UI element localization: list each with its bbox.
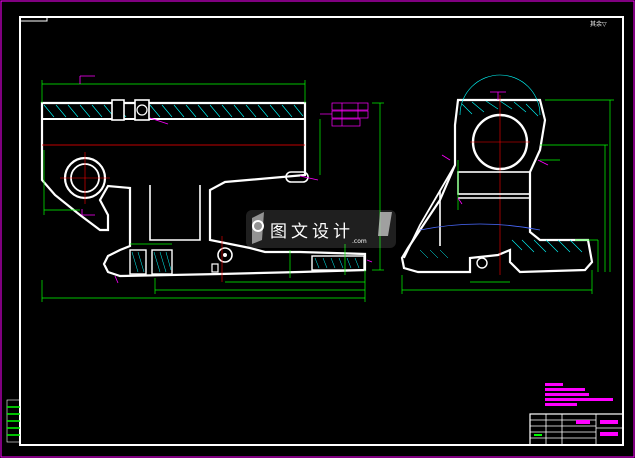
frame-tag-top-left	[19, 16, 48, 22]
front-view-dimensions	[41, 80, 384, 302]
feature-control-frames	[320, 102, 369, 127]
binding-strip	[6, 399, 21, 443]
front-view-leaders	[79, 75, 373, 284]
technical-notes	[545, 383, 613, 406]
front-view	[40, 99, 367, 282]
inner-frame	[19, 16, 624, 446]
side-view-leaders	[441, 91, 549, 205]
top-right-note: 其余▽	[590, 21, 607, 28]
side-view	[400, 74, 594, 275]
watermark-text: 图文设计	[270, 222, 354, 242]
side-view-dimensions	[401, 99, 614, 294]
watermark-subtext: .com	[352, 238, 367, 245]
watermark-logo-icon	[246, 210, 396, 248]
title-block	[529, 413, 624, 446]
